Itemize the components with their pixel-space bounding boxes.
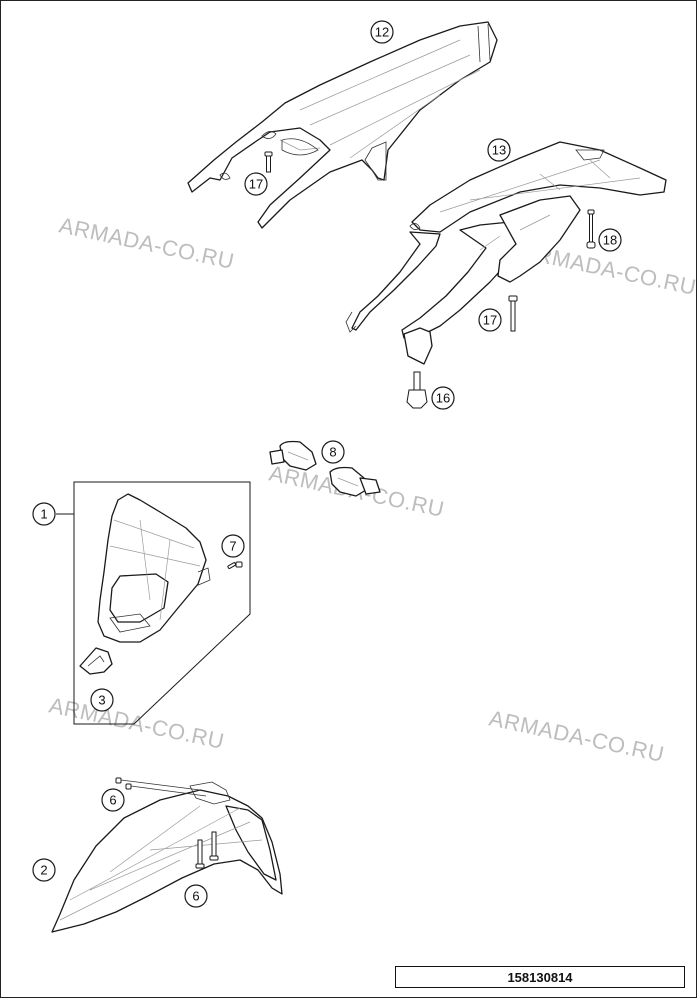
document-number: 158130814 — [395, 966, 685, 988]
bolt-18 — [586, 209, 596, 249]
callout-1: 1 — [32, 502, 56, 526]
watermark: ARMADA-CO.RU — [57, 212, 237, 274]
callout-16: 16 — [431, 386, 455, 410]
callout-6-lower: 6 — [184, 884, 208, 908]
watermark: ARMADA-CO.RU — [487, 705, 667, 767]
svg-text:13: 13 — [492, 143, 506, 158]
fastener-16 — [406, 371, 428, 409]
callout-18: 18 — [598, 228, 622, 252]
callout-17-lower: 17 — [478, 308, 502, 332]
svg-text:12: 12 — [375, 25, 389, 40]
bracket-part — [79, 647, 113, 675]
svg-text:6: 6 — [109, 793, 116, 808]
callout-2: 2 — [32, 858, 56, 882]
front-fender-part — [51, 781, 283, 933]
bolt-6-upper — [115, 777, 207, 797]
callout-8: 8 — [321, 440, 345, 464]
callout-3: 3 — [90, 688, 114, 712]
svg-text:6: 6 — [192, 889, 199, 904]
callout-7: 7 — [221, 534, 245, 558]
callout-13: 13 — [487, 138, 511, 162]
svg-text:18: 18 — [603, 233, 617, 248]
bolt-17-upper — [264, 151, 273, 173]
svg-text:16: 16 — [436, 391, 450, 406]
callout-6-upper: 6 — [101, 788, 125, 812]
headlight-mask-part — [97, 493, 211, 643]
svg-text:17: 17 — [483, 313, 497, 328]
svg-text:17: 17 — [249, 177, 263, 192]
assembly-group-box — [73, 481, 251, 725]
bolt-17-lower — [508, 295, 518, 332]
svg-text:3: 3 — [98, 693, 105, 708]
clamp-part — [269, 440, 381, 497]
callout-12: 12 — [370, 20, 394, 44]
svg-text:7: 7 — [229, 539, 236, 554]
rear-fender-part — [187, 21, 498, 229]
svg-text:2: 2 — [40, 863, 47, 878]
bolt-6-lower — [195, 831, 219, 869]
callout-17-upper: 17 — [244, 172, 268, 196]
subframe-part — [345, 141, 667, 365]
screw-7 — [227, 561, 243, 569]
svg-text:8: 8 — [329, 445, 336, 460]
svg-text:1: 1 — [40, 507, 47, 522]
